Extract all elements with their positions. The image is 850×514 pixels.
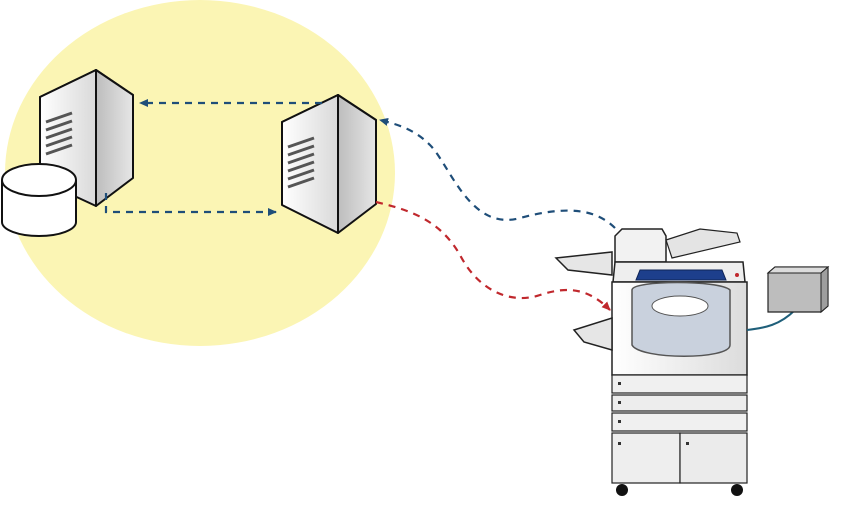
terminal-cable	[746, 309, 796, 331]
database-icon	[1, 163, 77, 237]
database-server-icon	[39, 69, 134, 207]
arrow-app-to-device	[375, 200, 611, 311]
arrow-db-to-app	[104, 193, 277, 216]
card-reader-icon	[766, 265, 830, 314]
arrow-device-to-app	[379, 118, 616, 229]
application-server-icon	[281, 94, 377, 234]
multifunction-printer-icon	[554, 228, 748, 496]
